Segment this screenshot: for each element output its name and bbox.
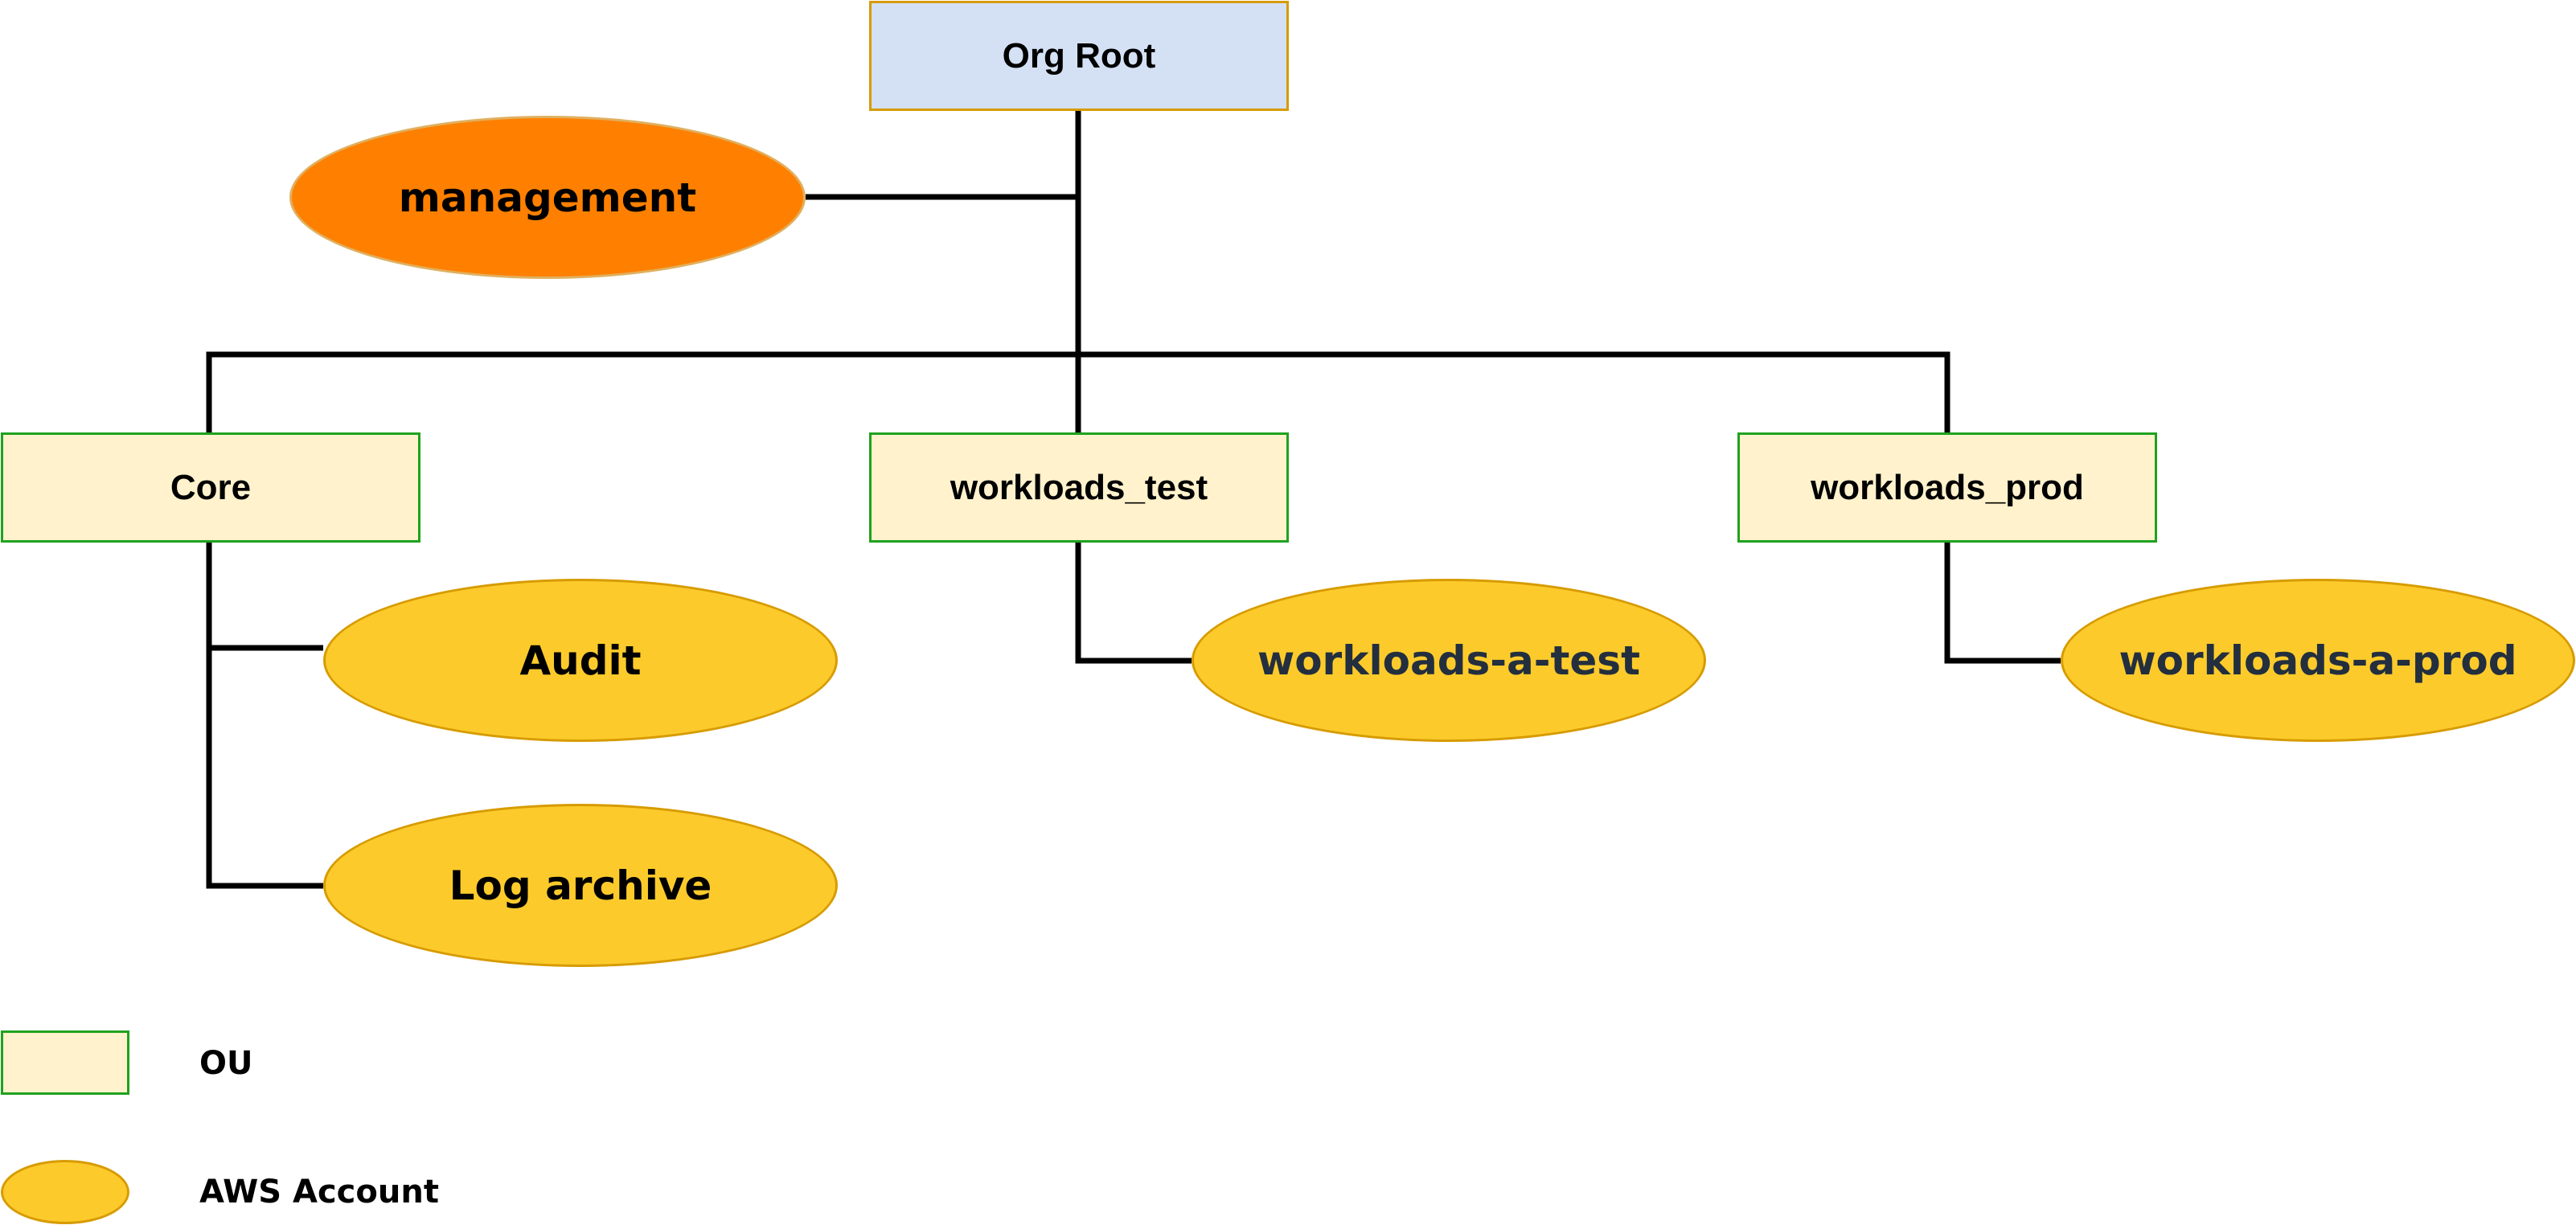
edge-ou-bus [206,351,1950,432]
legend-account-swatch [1,1160,129,1224]
legend-ou-label: OU [199,1045,253,1082]
legend-ou-swatch [1,1030,129,1095]
ou-core-node: Core [1,432,420,543]
account-workloads-a-test-node: workloads-a-test [1192,579,1706,742]
edge-prod-account [1944,542,2061,664]
edge-test-account [1075,542,1192,664]
ou-workloads-prod-node: workloads_prod [1737,432,2157,543]
ou-workloads-prod-label: workloads_prod [1811,467,2084,507]
ou-workloads-test-node: workloads_test [869,432,1289,543]
org-root-label: Org Root [1002,35,1156,76]
edge-core-audit [206,542,323,889]
management-account-node: management [289,116,806,279]
account-audit-node: Audit [323,579,838,742]
ou-core-label: Core [170,467,252,507]
legend-account-label: AWS Account [199,1174,439,1211]
ou-workloads-test-label: workloads_test [950,467,1208,507]
org-root-node: Org Root [869,1,1289,111]
account-workloads-a-prod-node: workloads-a-prod [2061,579,2575,742]
account-log-archive-node: Log archive [323,804,838,967]
account-log-archive-label: Log archive [449,862,712,909]
management-account-label: management [398,174,697,221]
account-workloads-a-prod-label: workloads-a-prod [2119,637,2517,684]
account-audit-label: Audit [519,637,642,684]
account-workloads-a-test-label: workloads-a-test [1257,637,1640,684]
